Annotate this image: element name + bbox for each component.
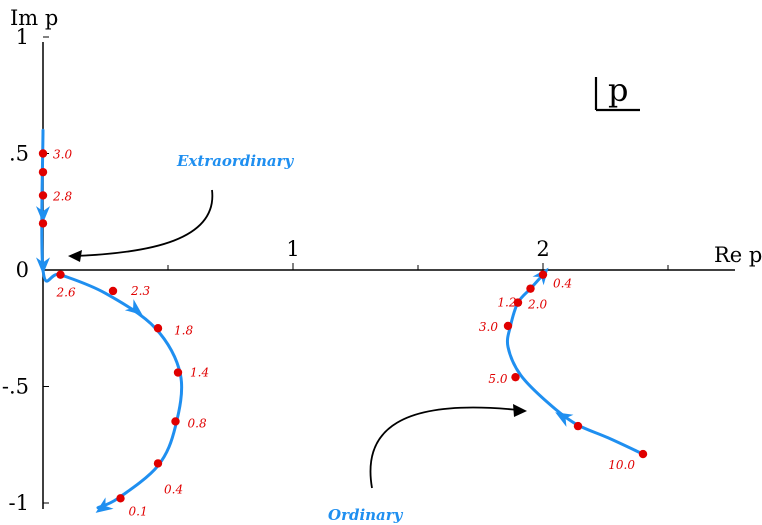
extraordinary-point [173,368,183,377]
ordinary-point [513,298,523,307]
extraordinary-point [108,286,118,296]
extraordinary-point [171,417,180,426]
y-tick-label: 0 [16,258,29,282]
y-axis-title: Im p [10,6,58,30]
ordinary-point [526,284,535,293]
ordinary-point [573,421,583,431]
extraordinary-end-arrow-upper [36,257,50,275]
extraordinary-mid-arrow-lower [124,299,143,316]
ordinary-point-label: 1.2 [497,296,516,310]
ordinary-point [503,321,513,331]
extraordinary-pointer-arrow [74,189,214,257]
extraordinary-point-label: 2.3 [130,284,150,298]
extraordinary-point [38,149,48,158]
extraordinary-point-label: 0.1 [129,504,148,518]
extraordinary-point [153,324,163,333]
extraordinary-point [38,167,48,177]
y-tick-label: 1 [16,25,29,49]
extraordinary-point-label: 2.8 [52,189,72,203]
ordinary-point-label: 5.0 [488,372,507,386]
extraordinary-point [153,459,163,468]
extraordinary-pointer-head [68,250,82,262]
ordinary-label: Ordinary [328,506,404,524]
axes: 1 2 1 .5 0 -.5 -1 [2,25,735,515]
ordinary-point-label: 3.0 [479,320,498,334]
extraordinary-point [56,270,65,279]
ordinary-point-label: 0.4 [553,277,572,291]
y-tick-label: -1 [9,491,29,515]
x-tick-label: 2 [536,237,549,261]
extraordinary-point-label: 2.6 [56,286,76,300]
extraordinary-label: Extraordinary [176,152,295,170]
extraordinary-point-label: 0.4 [164,482,183,496]
ordinary-pointer-arrow [369,406,519,489]
points: 3.0 2.8 2.6 2.3 1.8 1.4 0.8 0.4 0.1 10.0 5.0 3.0 2.0… [38,148,648,518]
extraordinary-point [38,219,48,228]
ordinary-point [511,372,520,382]
y-tick-label: -.5 [2,375,29,399]
extraordinary-mid-arrow [36,206,50,224]
ordinary-curve [505,273,645,456]
extraordinary-point-label: 0.8 [188,416,207,430]
p-symbol: p [608,71,628,109]
extraordinary-end-arrow-lower [95,497,114,513]
ordinary-pointer-head [513,404,527,417]
ordinary-mid-arrow [555,412,574,427]
curves [36,128,645,513]
extraordinary-point [38,191,48,200]
ordinary-point-label: 2.0 [527,298,547,312]
x-tick-label: 1 [286,237,299,261]
extraordinary-curve [40,128,184,510]
ordinary-point [538,270,548,279]
extraordinary-point-label: 3.0 [53,148,72,162]
extraordinary-point-label: 1.8 [174,323,193,337]
extraordinary-point-label: 1.4 [190,366,209,380]
y-tick-label: .5 [9,142,29,166]
p-corner-symbol: p [594,71,640,112]
x-axis-title: Re p [714,243,762,267]
extraordinary-point [116,494,125,503]
ordinary-point-label: 10.0 [608,458,635,472]
ordinary-point [638,449,648,459]
